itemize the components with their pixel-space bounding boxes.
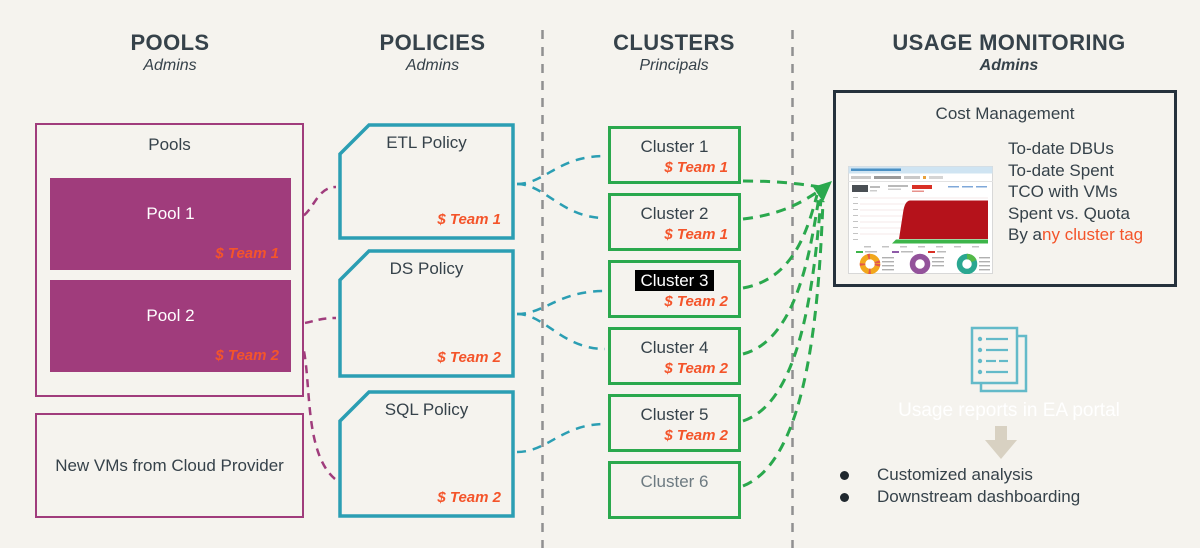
cluster-team-tag: $ Team 2 bbox=[664, 427, 728, 444]
column-subtitle: Admins bbox=[143, 57, 197, 75]
bullet-dot bbox=[840, 492, 849, 502]
policy-name: SQL Policy bbox=[384, 400, 469, 419]
policy-team-tag: $ Team 1 bbox=[437, 211, 501, 228]
column-title: USAGE MONITORING bbox=[892, 30, 1126, 55]
pool-2-box: Pool 2 $ Team 2 bbox=[50, 280, 291, 372]
cluster-name: Cluster 1 bbox=[640, 137, 709, 156]
cluster-name: Cluster 5 bbox=[640, 405, 709, 424]
policy-team-tag: $ Team 2 bbox=[437, 349, 501, 366]
cluster-name: Cluster 4 bbox=[640, 338, 709, 357]
metric-prefix: By a bbox=[1008, 225, 1043, 244]
cost-metric: TCO with VMs bbox=[1008, 182, 1118, 201]
pool-name: Pool 1 bbox=[146, 204, 195, 223]
cluster-team-tag: $ Team 2 bbox=[664, 293, 728, 310]
column-header-policies: POLICIES Admins bbox=[340, 30, 525, 75]
pools-group-label: Pools bbox=[148, 135, 191, 154]
connector-cluster4-monitoring bbox=[742, 196, 821, 356]
green-arrowhead bbox=[813, 181, 832, 202]
cluster-team-tag: $ Team 1 bbox=[664, 159, 728, 176]
column-header-clusters: CLUSTERS Principals bbox=[598, 30, 750, 75]
policy-etl-box: ETL Policy $ Team 1 bbox=[338, 123, 515, 240]
cluster-4-box: Cluster 4 $ Team 2 bbox=[608, 327, 741, 385]
policy-name: DS Policy bbox=[389, 259, 464, 278]
cluster-team-tag: $ Team 1 bbox=[664, 226, 728, 243]
connector-etl-cluster1 bbox=[516, 154, 606, 186]
cluster-1-box: Cluster 1 $ Team 1 bbox=[608, 126, 741, 184]
connector-cluster2-monitoring bbox=[742, 189, 820, 221]
cluster-6-box: Cluster 6 bbox=[608, 461, 741, 519]
usage-reports-caption: Usage reports in EA portal bbox=[898, 400, 1120, 421]
pool-team-tag: $ Team 2 bbox=[215, 347, 279, 364]
bullet-dot bbox=[840, 470, 849, 480]
metric-highlight: ny cluster tag bbox=[1042, 225, 1144, 244]
policy-shape bbox=[338, 249, 515, 378]
new-vms-box: New VMs from Cloud Provider bbox=[35, 413, 304, 518]
cost-management-title: Cost Management bbox=[935, 104, 1075, 123]
cluster-name-highlighted: Cluster 3 bbox=[611, 270, 738, 291]
cluster-5-box: Cluster 5 $ Team 2 bbox=[608, 394, 741, 452]
column-title: CLUSTERS bbox=[613, 30, 735, 55]
pool-1-box: Pool 1 $ Team 1 bbox=[50, 178, 291, 270]
column-subtitle: Admins bbox=[979, 57, 1039, 75]
column-subtitle: Admins bbox=[405, 57, 460, 75]
cluster-team-tag: $ Team 2 bbox=[664, 360, 728, 377]
policy-shape bbox=[338, 390, 515, 518]
policy-shape bbox=[338, 123, 515, 240]
policy-ds-box: DS Policy $ Team 2 bbox=[338, 249, 515, 378]
connector-cluster3-monitoring bbox=[742, 194, 819, 290]
cluster-2-box: Cluster 2 $ Team 1 bbox=[608, 193, 741, 251]
cost-metric: Spent vs. Quota bbox=[1008, 203, 1130, 223]
connector-cluster6-monitoring bbox=[742, 200, 825, 488]
new-vms-label: New VMs from Cloud Provider bbox=[55, 455, 284, 475]
outcome-bullet-list: Customized analysis Downstream dashboard… bbox=[840, 464, 1080, 508]
bullet-item: Customized analysis bbox=[840, 464, 1080, 486]
column-header-pools: POOLS Admins bbox=[35, 30, 305, 75]
pool-name: Pool 2 bbox=[146, 306, 195, 325]
cluster-name: Cluster 2 bbox=[640, 204, 709, 223]
policy-sql-box: SQL Policy $ Team 2 bbox=[338, 390, 515, 518]
column-header-usage-monitoring: USAGE MONITORING Admins bbox=[833, 30, 1185, 75]
column-title: POOLS bbox=[130, 30, 210, 55]
cluster-3-box: Cluster 3 $ Team 2 bbox=[608, 260, 741, 318]
cost-metric: To-date Spent bbox=[1008, 160, 1114, 180]
connector-cluster1-monitoring bbox=[742, 179, 821, 189]
cluster-name: Cluster 6 bbox=[640, 472, 709, 491]
pools-group-box: Pools Pool 1 $ Team 1 Pool 2 $ Team 2 bbox=[35, 123, 304, 397]
bullet-item: Downstream dashboarding bbox=[840, 486, 1080, 508]
column-subtitle: Principals bbox=[639, 57, 709, 75]
connector-etl-cluster2 bbox=[516, 182, 606, 220]
bullet-label: Downstream dashboarding bbox=[877, 487, 1081, 506]
policy-name: ETL Policy bbox=[386, 133, 467, 152]
cost-management-box: Cost Management bbox=[833, 90, 1177, 287]
cost-metric-list: To-date DBUs To-date Spent TCO with VMs … bbox=[1008, 138, 1143, 246]
usage-reports-icon bbox=[970, 326, 1028, 393]
down-arrow-icon bbox=[985, 426, 1017, 459]
connector-sql-cluster5 bbox=[516, 422, 606, 454]
cost-metric-by-cluster-tag: By any cluster tag bbox=[1008, 224, 1143, 246]
policy-team-tag: $ Team 2 bbox=[437, 489, 501, 506]
column-title: POLICIES bbox=[379, 30, 486, 55]
pool-team-tag: $ Team 1 bbox=[215, 245, 279, 262]
cost-metric: To-date DBUs bbox=[1008, 139, 1114, 158]
bullet-label: Customized analysis bbox=[877, 465, 1033, 484]
connector-ds-cluster3 bbox=[516, 289, 606, 316]
cost-dashboard-thumbnail bbox=[848, 166, 993, 274]
connector-cluster5-monitoring bbox=[742, 198, 823, 423]
cluster-name-text: Cluster 3 bbox=[635, 270, 714, 291]
connector-ds-cluster4 bbox=[516, 312, 606, 351]
